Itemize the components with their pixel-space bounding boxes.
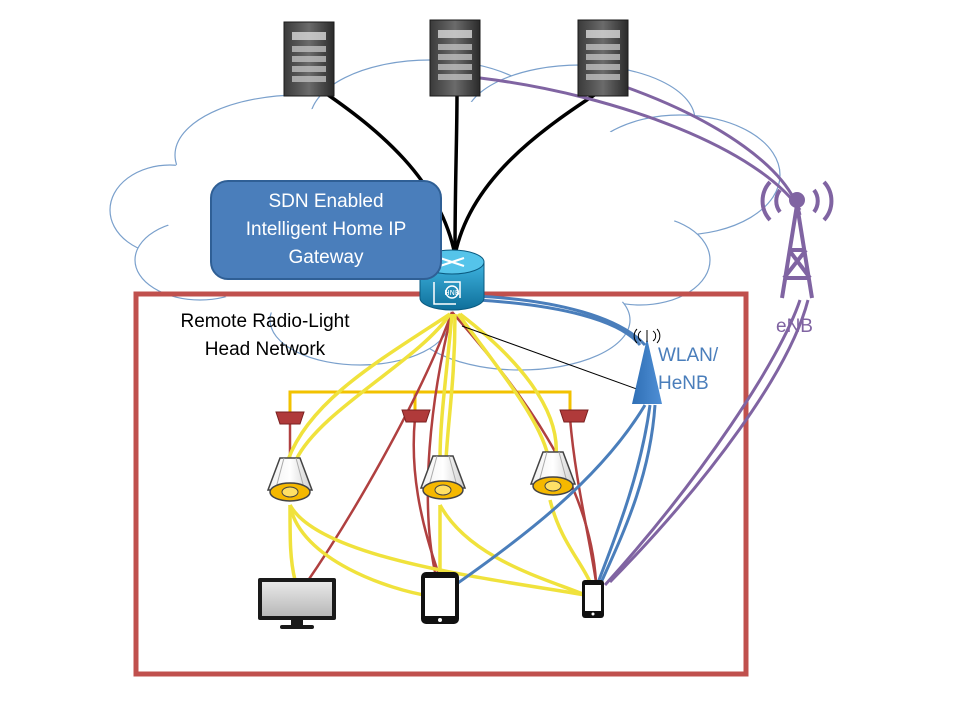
splitter-left (275, 411, 305, 425)
wlan-label-line: HeNB (658, 373, 709, 394)
lamp-left (266, 457, 314, 502)
wlan-access-point (632, 328, 662, 404)
monitor (258, 578, 336, 629)
enb-label: eNB (776, 316, 813, 337)
server-center (429, 19, 481, 97)
smartphone (582, 580, 604, 618)
rrh-network-label: Remote Radio-Light Head Network (150, 308, 380, 364)
gateway-label-line: SDN Enabled (268, 191, 384, 212)
backhaul-links (317, 86, 603, 256)
splitters (275, 409, 589, 425)
enb-links (479, 76, 810, 587)
server-left (283, 21, 335, 97)
tablet (421, 572, 459, 624)
antenna-icon (632, 338, 662, 404)
gateway-box (210, 180, 442, 280)
lamp-icon (266, 457, 314, 491)
wlan-control-link (461, 325, 646, 393)
rrh-label-line: Head Network (204, 339, 326, 360)
lamp-icon (419, 455, 467, 489)
lamp-center (419, 455, 467, 500)
server-right (577, 19, 629, 97)
hnb-label-icon (433, 281, 461, 305)
enb-tower (760, 180, 834, 299)
wlan-label-line: WLAN/ (658, 345, 719, 366)
lamp-icon (529, 451, 577, 485)
rrh-label-line: Remote Radio-Light (180, 311, 350, 332)
splitter-center (401, 409, 431, 423)
gateway-label-line: Intelligent Home IP (245, 219, 407, 240)
gateway-label: SDN Enabled Intelligent Home IP Gateway (210, 188, 442, 272)
wifi-signal-icon (633, 328, 661, 344)
splitter-right (559, 409, 589, 423)
light-links (286, 312, 592, 598)
wlan-label: WLAN/ HeNB (658, 342, 718, 398)
tower-icon (780, 204, 814, 299)
router-arrows-icon (439, 257, 465, 267)
gateway-label-line: Gateway (288, 247, 364, 268)
lamp-right (529, 451, 577, 496)
hnb-label: HNB (444, 289, 460, 297)
